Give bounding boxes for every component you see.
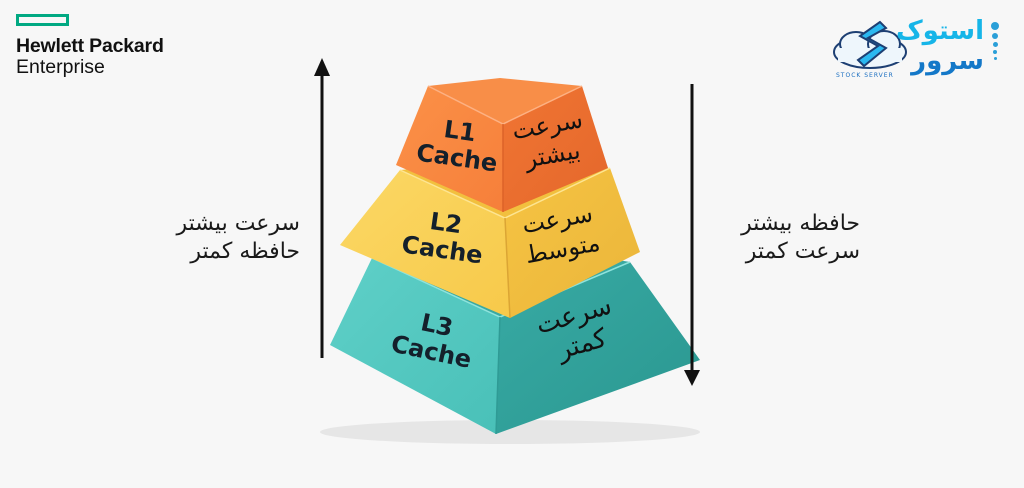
down-arrow-icon (684, 84, 700, 386)
hpe-logo-line2: Enterprise (16, 56, 105, 78)
dots-icon (990, 22, 1000, 63)
stock-logo-english: STOCK SERVER (836, 72, 894, 79)
left-axis-line2: حافظه کمتر (190, 239, 300, 264)
hpe-logo-bar-icon (16, 14, 69, 26)
hpe-logo: Hewlett Packard Enterprise (16, 14, 164, 78)
l1-block (396, 78, 608, 212)
stock-logo-line1: استوک (895, 16, 984, 46)
hpe-logo-line1: Hewlett Packard (16, 35, 164, 57)
l1-title: L1 Cache (415, 113, 502, 177)
right-axis-line2: سرعت کمتر (745, 239, 860, 264)
stock-logo-line2: سرور (911, 46, 984, 76)
cloud-s-icon (833, 20, 907, 69)
left-axis-line1: سرعت بیشتر (176, 211, 300, 236)
up-arrow-icon (314, 58, 330, 358)
left-axis-label: سرعت بیشتر حافظه کمتر (160, 210, 300, 266)
stock-server-logo: استوک سرور STOCK SERVER (830, 14, 1020, 84)
right-axis-line1: حافظه بیشتر (741, 211, 860, 236)
right-axis-label: حافظه بیشتر سرعت کمتر (700, 210, 860, 266)
